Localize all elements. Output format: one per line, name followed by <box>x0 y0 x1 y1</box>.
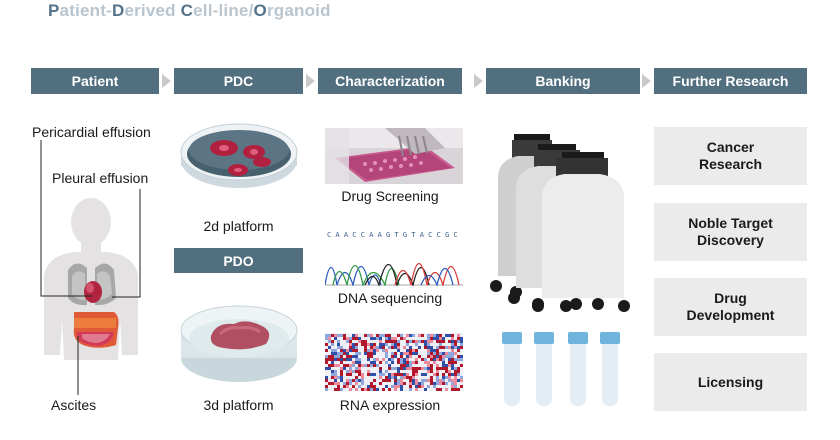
step-header-pdc: PDC <box>174 68 303 94</box>
step-header-characterization: Characterization <box>318 68 462 94</box>
arrow-icon <box>162 74 171 88</box>
page-title: Patient-Derived Cell-line/Organoid <box>48 1 331 20</box>
step-header-patient: Patient <box>31 68 159 94</box>
culture-dish-3d-icon <box>180 305 298 382</box>
drug-screening-label: Drug Screening <box>341 188 439 204</box>
platform-3d-label: 3d platform <box>203 397 274 413</box>
pericardial-effusion-label: Pericardial effusion <box>32 124 151 140</box>
human-body-illustration <box>40 140 141 395</box>
dna-sequencing-label: DNA sequencing <box>337 290 443 306</box>
platform-2d-label: 2d platform <box>203 218 274 234</box>
step-header-further-research: Further Research <box>654 68 807 94</box>
ascites-label: Ascites <box>51 397 97 413</box>
pleural-effusion-label: Pleural effusion <box>52 170 149 186</box>
rna-heatmap-icon <box>325 333 463 391</box>
drug-screening-image <box>325 128 463 184</box>
rna-expression-label: RNA expression <box>339 397 441 413</box>
arrow-icon <box>642 74 651 88</box>
step-header-banking: Banking <box>486 68 640 94</box>
arrow-icon <box>474 74 483 88</box>
dna-sequence-text: C A A C C A A G T G T A C C G C <box>327 231 458 239</box>
research-box-licensing: Licensing <box>654 353 807 411</box>
arrow-icon <box>306 74 315 88</box>
dna-chromatogram-icon <box>325 262 463 286</box>
pdo-header: PDO <box>174 248 303 273</box>
culture-dish-2d-icon <box>180 123 298 188</box>
cryo-storage-tanks-icon <box>490 134 630 406</box>
